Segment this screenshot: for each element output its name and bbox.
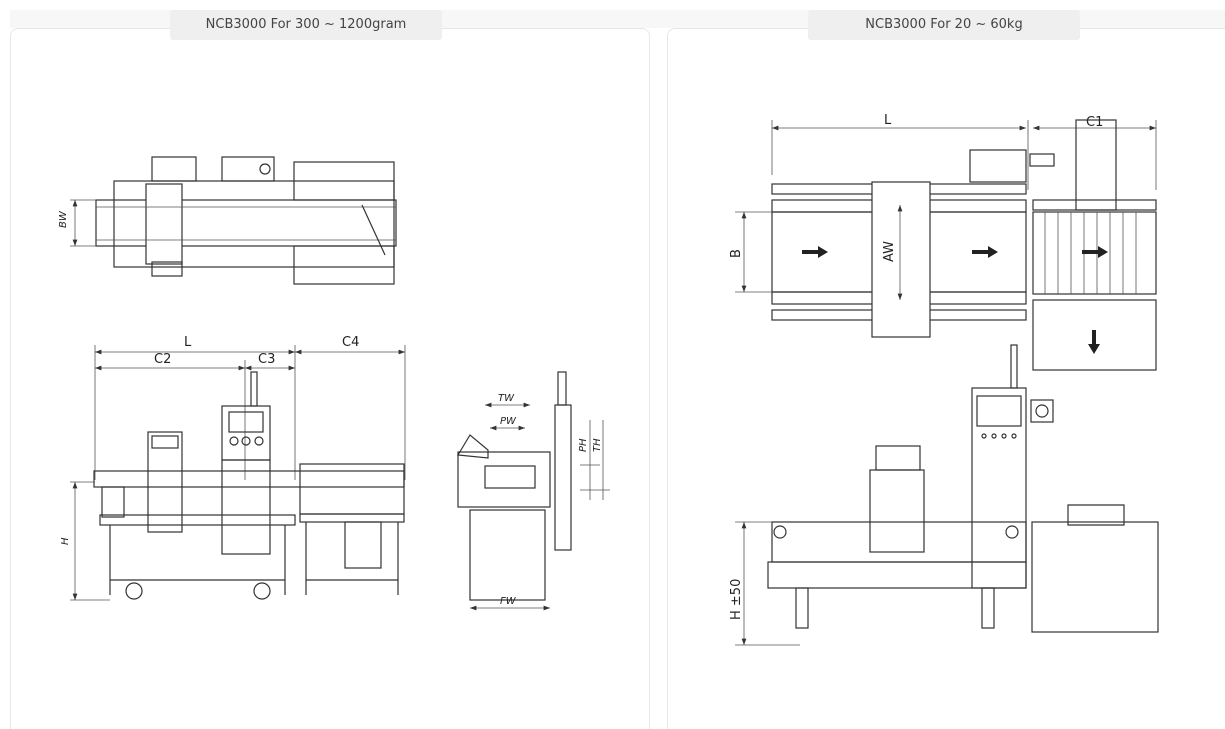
- left-front-view: L C2 C3 C4 H: [60, 335, 406, 601]
- dim-label-c1: C1: [1086, 115, 1103, 130]
- right-front-view: H ±50: [729, 344, 1159, 646]
- dim-label-th: TH: [592, 438, 603, 452]
- panel-large-weight: [667, 28, 1225, 729]
- dim-label-b: B: [729, 249, 744, 258]
- dim-label-c2: C2: [154, 352, 171, 367]
- dim-label-l: L: [184, 335, 192, 350]
- dim-label-pw: PW: [500, 416, 517, 427]
- dim-label-l-right: L: [884, 113, 892, 128]
- dim-label-c3: C3: [258, 352, 275, 367]
- dim-label-bw: BW: [58, 210, 69, 228]
- dim-label-fw: FW: [500, 596, 517, 607]
- left-side-view: TW PW PH TH FW: [456, 371, 610, 611]
- left-top-view: BW: [58, 156, 397, 285]
- dim-label-ph: PH: [578, 438, 589, 452]
- panel-title-large: NCB3000 For 20 ~ 60kg: [808, 10, 1080, 40]
- dim-label-h: H: [60, 537, 71, 545]
- technical-drawings: BW L C2 C3 C4 H TW PW: [58, 113, 1159, 646]
- right-top-view: L C1 AW B: [729, 113, 1157, 371]
- flow-arrow-icon: [802, 246, 1108, 354]
- panel-title-small: NCB3000 For 300 ~ 1200gram: [170, 10, 442, 40]
- dim-label-tw: TW: [498, 393, 515, 404]
- panel-small-weight: [10, 28, 650, 729]
- dim-label-c4: C4: [342, 335, 359, 350]
- dim-label-aw: AW: [882, 241, 897, 262]
- dim-label-h-right: H ±50: [729, 579, 744, 620]
